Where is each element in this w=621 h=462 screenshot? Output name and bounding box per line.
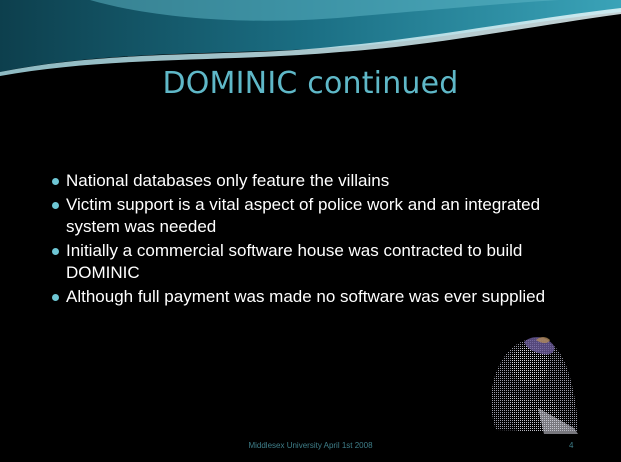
- bullet-dot-icon: [52, 178, 59, 185]
- list-item: Victim support is a vital aspect of poli…: [52, 194, 562, 238]
- bullet-text: Initially a commercial software house wa…: [66, 241, 523, 282]
- footer-text: Middlesex University April 1st 2008: [248, 441, 373, 450]
- list-item: Although full payment was made no softwa…: [52, 286, 562, 308]
- page-number: 4: [569, 441, 574, 450]
- header-wave-decoration: [0, 0, 621, 76]
- bullet-dot-icon: [52, 248, 59, 255]
- bullet-dot-icon: [52, 294, 59, 301]
- bullet-text: Victim support is a vital aspect of poli…: [66, 195, 541, 236]
- list-item: Initially a commercial software house wa…: [52, 240, 562, 284]
- bullet-list: National databases only feature the vill…: [52, 170, 562, 310]
- bullet-dot-icon: [52, 202, 59, 209]
- bullet-text: Although full payment was made no softwa…: [66, 287, 546, 306]
- bullet-text: National databases only feature the vill…: [66, 171, 390, 190]
- slide-title: DOMINIC continued: [162, 66, 459, 101]
- hooded-figure-clipart-icon: [491, 337, 578, 434]
- list-item: National databases only feature the vill…: [52, 170, 562, 192]
